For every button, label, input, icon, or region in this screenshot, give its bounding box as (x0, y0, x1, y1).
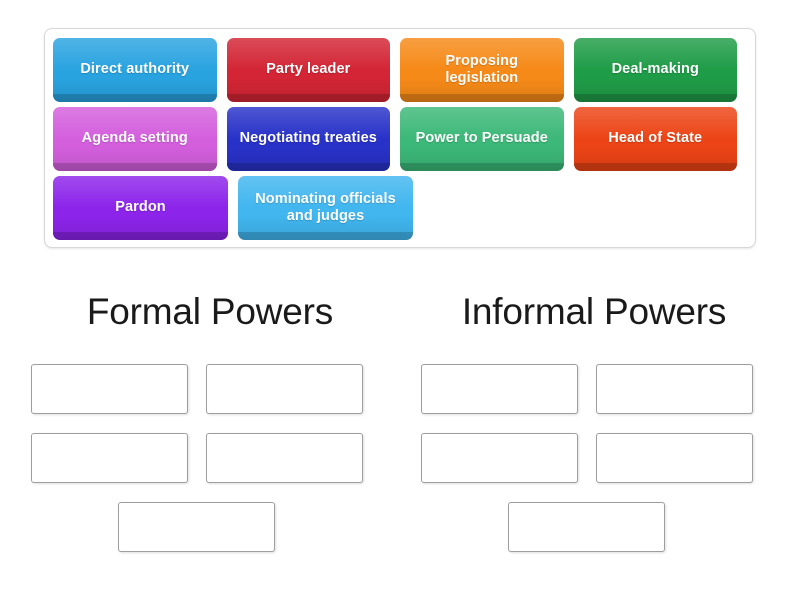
tile-label: Deal-making (611, 61, 699, 78)
tile-label: Pardon (115, 199, 166, 216)
dropzone-informal-3[interactable] (421, 433, 578, 483)
tile-label: Negotiating treaties (239, 130, 377, 147)
dropzone-formal-5[interactable] (118, 502, 275, 552)
tile-power-to-persuade[interactable]: Power to Persuade (400, 107, 564, 171)
tile-bank: Direct authority Party leader Proposing … (44, 28, 756, 248)
tile-head-of-state[interactable]: Head of State (573, 107, 738, 171)
dropzone-formal-1[interactable] (31, 364, 188, 414)
tile-label: Agenda setting (81, 130, 188, 147)
tile-label: Proposing legislation (445, 52, 519, 86)
dropzone-group-formal (12, 362, 402, 562)
dropzone-formal-2[interactable] (206, 364, 363, 414)
tile-label: Party leader (266, 61, 351, 78)
dropzone-informal-1[interactable] (421, 364, 578, 414)
tile-bank-row-2: Agenda setting Negotiating treaties Powe… (53, 107, 747, 171)
dropzone-formal-4[interactable] (206, 433, 363, 483)
tile-direct-authority[interactable]: Direct authority (53, 38, 217, 102)
category-heading-formal: Formal Powers (86, 291, 334, 332)
tile-label: Head of State (608, 130, 703, 147)
dropzone-group-informal (402, 362, 792, 562)
dropzone-informal-5[interactable] (508, 502, 665, 552)
dropzone-informal-4[interactable] (596, 433, 753, 483)
tile-negotiating-treaties[interactable]: Negotiating treaties (226, 107, 391, 171)
dropzone-formal-3[interactable] (31, 433, 188, 483)
category-heading-informal: Informal Powers (461, 291, 727, 332)
tile-label: Direct authority (80, 61, 190, 78)
dropzone-informal-2[interactable] (596, 364, 753, 414)
tile-label: Power to Persuade (415, 130, 548, 147)
tile-label: Nominating officials and judges (255, 190, 396, 224)
tile-bank-row-1: Direct authority Party leader Proposing … (53, 38, 747, 102)
tile-party-leader[interactable]: Party leader (226, 38, 391, 102)
tile-nominating-officials-and-judges[interactable]: Nominating officials and judges (238, 176, 413, 240)
tile-proposing-legislation[interactable]: Proposing legislation (400, 38, 564, 102)
tile-pardon[interactable]: Pardon (53, 176, 228, 240)
tile-bank-row-3: Pardon Nominating officials and judges (53, 176, 747, 240)
tile-deal-making[interactable]: Deal-making (573, 38, 738, 102)
tile-agenda-setting[interactable]: Agenda setting (53, 107, 217, 171)
